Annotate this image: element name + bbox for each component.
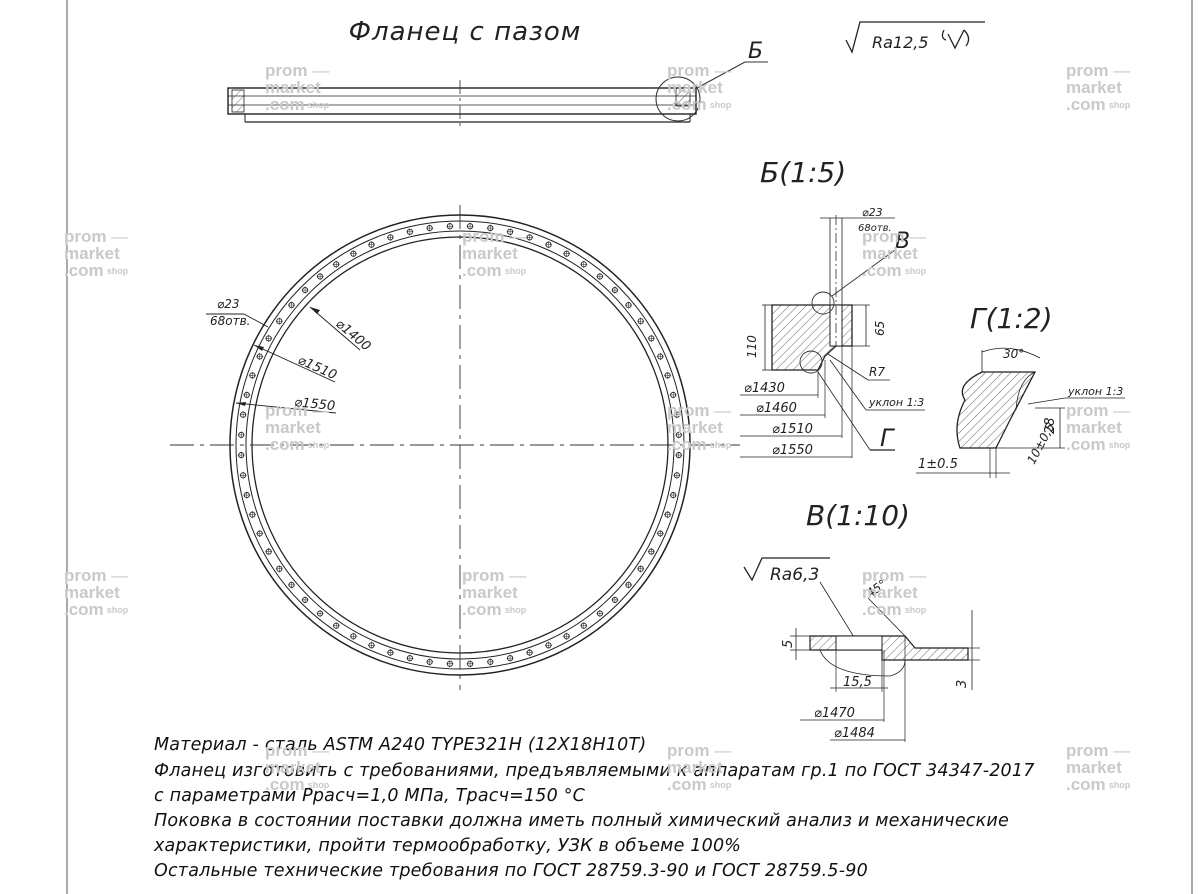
dia-1510-label: ⌀1510 xyxy=(295,353,338,383)
dim-65-label: 65 xyxy=(873,321,887,336)
roughness-general-label: Ra12,5 xyxy=(872,33,929,52)
main-hole-dia-label: ⌀23 xyxy=(217,297,240,311)
dim-1430-label: ⌀1430 xyxy=(744,381,785,396)
detail-v-callout: В xyxy=(895,229,910,254)
detail-v-view: В(1:10) Ra6,3 5 3 45° 15,5 ⌀1470 ⌀1484 xyxy=(743,499,980,742)
dim-110-label: 110 xyxy=(745,335,759,358)
dim-5-label: 5 xyxy=(781,640,796,648)
section-b-title: Б(1:5) xyxy=(760,156,846,189)
detail-g-slope: уклон 1:3 xyxy=(1067,385,1123,398)
dim-28-label: 28 xyxy=(1043,417,1058,434)
radius-r7-label: R7 xyxy=(869,365,885,379)
section-b-callout: Б xyxy=(748,39,763,64)
dim-15-5-label: 15,5 xyxy=(843,675,872,690)
dim-1510-label: ⌀1510 xyxy=(772,422,813,437)
outer-circle-1550 xyxy=(229,214,691,676)
note-forging: Поковка в состоянии поставки должна имет… xyxy=(154,811,1009,831)
note-material: Материал - сталь ASTM A240 TYPE321H (12Х… xyxy=(154,735,647,755)
note-properties: характеристики, пройти термообработку, У… xyxy=(154,836,742,856)
bolt-hole-pattern xyxy=(237,222,683,668)
main-hole-count-label: 68отв. xyxy=(210,314,251,328)
inner-circle-1430 xyxy=(245,230,675,660)
detail-v-title: В(1:10) xyxy=(806,499,910,532)
dia-1484-label: ⌀1484 xyxy=(834,726,875,741)
bore-circle-1400 xyxy=(251,236,669,654)
section-b-view: Б(1:5) ⌀23 68отв. В 110 65 R7 уклон 1:3 … xyxy=(740,156,925,458)
note-requirements: Фланец изготовить с требованиями, предъя… xyxy=(154,761,1035,781)
section-b-slope-label: уклон 1:3 xyxy=(868,396,924,409)
section-b-hole-dia: ⌀23 xyxy=(862,206,883,219)
dim-3-label: 3 xyxy=(955,680,970,688)
dim-10-label: 10±0,5 xyxy=(1024,421,1057,467)
flange-plan-view: ⌀23 68отв. ⌀1400 ⌀1510 ⌀1550 xyxy=(170,205,740,690)
dia-1470-label: ⌀1470 xyxy=(814,706,855,721)
dim-1460-label: ⌀1460 xyxy=(756,401,797,416)
drawing-title: Фланец с пазом xyxy=(349,17,582,47)
dia-1400-label: ⌀1400 xyxy=(332,317,373,355)
note-standards: Остальные технические требования по ГОСТ… xyxy=(154,861,868,881)
detail-v-roughness: Ra6,3 xyxy=(770,565,819,585)
detail-g-title: Г(1:2) xyxy=(970,302,1053,335)
note-parameters: с параметрами Ррасч=1,0 МПа, Трасч=150 °… xyxy=(154,786,586,806)
flange-side-view: Б xyxy=(227,39,768,130)
circle-1510 xyxy=(235,220,685,670)
roughness-general-symbol: Ra12,5 xyxy=(845,21,985,54)
section-b-hole-count: 68отв. xyxy=(858,223,892,234)
dim-1-label: 1±0.5 xyxy=(918,457,958,472)
detail-g-angle: 30° xyxy=(1003,347,1024,361)
dim-1550-label: ⌀1550 xyxy=(772,443,813,458)
detail-g-callout: Г xyxy=(880,424,895,452)
dia-1550-label: ⌀1550 xyxy=(294,395,336,414)
